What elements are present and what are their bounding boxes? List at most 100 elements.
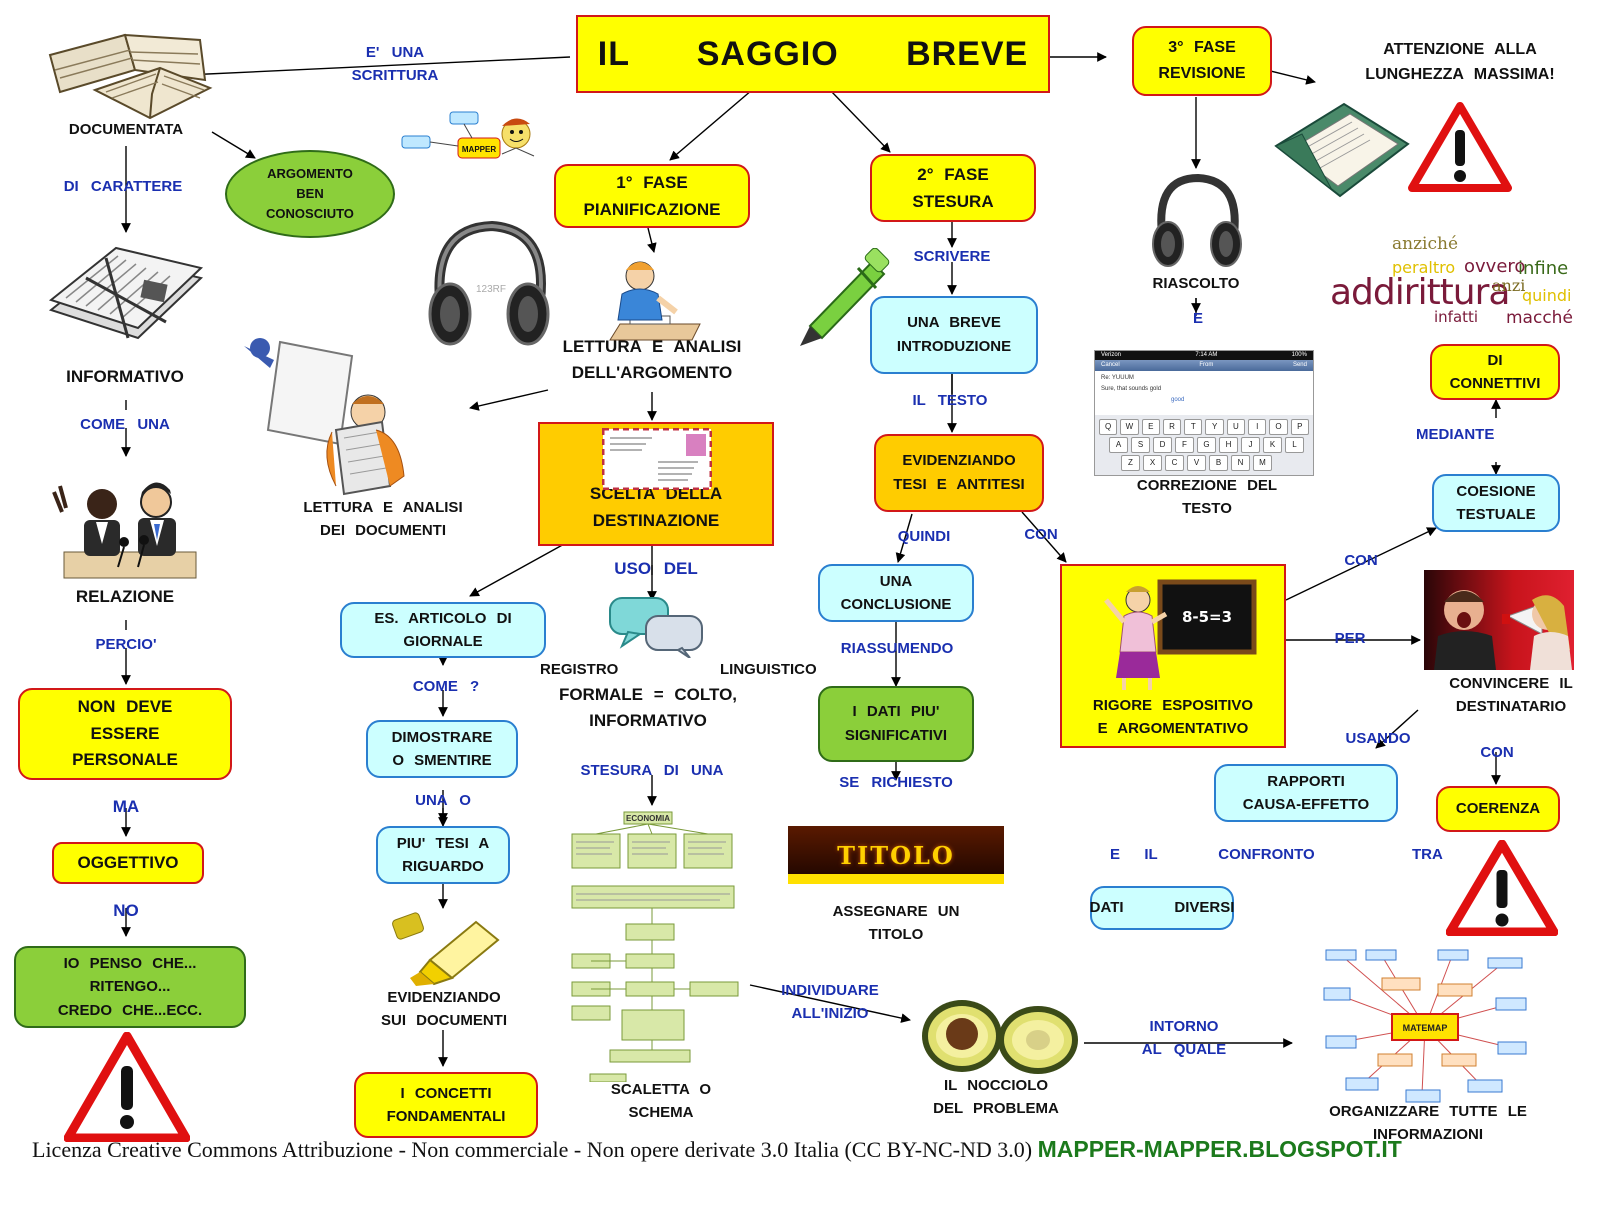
node-rapporti-causa-effetto: RAPPORTI CAUSA-EFFETTO: [1214, 764, 1398, 822]
highlighter-icon: [392, 912, 500, 986]
word-infatti: infatti: [1434, 308, 1479, 326]
node-dimostrare-o-smentire: DIMOSTRARE O SMENTIRE: [366, 720, 518, 778]
keyboard-key: N: [1231, 455, 1250, 471]
titolo-banner-image: TITOLO: [788, 826, 1004, 884]
label-individuare-allinizio: INDIVIDUARE ALL'INIZIO: [781, 982, 879, 1022]
node-di-connettivi: DI CONNETTIVI: [1430, 344, 1560, 400]
page-title: IL SAGGIO BREVE: [597, 34, 1029, 73]
keyboard-key: Q: [1099, 419, 1118, 435]
node-fase3-revisione: 3° FASE REVISIONE: [1132, 26, 1272, 96]
keyboard-key: X: [1143, 455, 1162, 471]
node-i-dati-piu-significativi: I DATI PIU' SIGNIFICATIVI: [818, 686, 974, 762]
label-e-il-confronto-tra: E IL CONFRONTO TRA: [1110, 846, 1443, 863]
keyboard-key: C: [1165, 455, 1184, 471]
keyboard-key: J: [1241, 437, 1260, 453]
word-addirittura: addirittura: [1330, 272, 1510, 313]
word-anzi: anzi: [1492, 276, 1526, 295]
node-argomento-ben-conosciuto: ARGOMENTO BEN CONOSCIUTO: [225, 150, 395, 238]
envelope-icon: [602, 428, 712, 490]
node-oggettivo: OGGETTIVO: [52, 842, 204, 884]
keyboard-key: G: [1197, 437, 1216, 453]
svg-text:MATEMAP: MATEMAP: [1403, 1023, 1448, 1033]
node-io-penso-che: IO PENSO CHE... RITENGO... CREDO CHE...E…: [14, 946, 246, 1028]
avocado-icon: [922, 1000, 1078, 1074]
node-non-deve-essere-personale: NON DEVE ESSERE PERSONALE: [18, 688, 232, 780]
pen-icon: [800, 248, 890, 346]
node-formale-colto-informativo: FORMALE = COLTO, INFORMATIVO: [558, 685, 738, 731]
keyboard-key: P: [1290, 419, 1309, 435]
keyboard-key: I: [1248, 419, 1267, 435]
keyboard-key: S: [1131, 437, 1150, 453]
teacher-blackboard-icon: 8-5=3: [1104, 579, 1257, 690]
label-uso-del: USO DEL: [614, 559, 698, 578]
warning-icon: [64, 1032, 190, 1142]
keyboard-key: M: [1253, 455, 1272, 471]
node-attenzione-lunghezza-massima: ATTENZIONE ALLA LUNGHEZZA MASSIMA!: [1365, 41, 1555, 83]
student-writing-icon: [609, 261, 701, 341]
svg-text:MAPPER: MAPPER: [462, 145, 496, 154]
keyboard-key: R: [1162, 419, 1182, 435]
site-link[interactable]: MAPPER-MAPPER.BLOGSPOT.IT: [1037, 1136, 1402, 1162]
label-il-testo: IL TESTO: [912, 392, 988, 409]
folder-documents-icon: [1274, 102, 1410, 198]
label-mediante-luso: MEDIANTE L'USO: [1416, 426, 1495, 443]
node-i-concetti-fondamentali: I CONCETTI FONDAMENTALI: [354, 1072, 538, 1138]
node-il-nocciolo-del-problema: IL NOCCIOLO DEL PROBLEMA: [933, 1077, 1059, 1118]
keyboard-key: B: [1209, 455, 1228, 471]
node-organizzare-tutte-le-informazioni: ORGANIZZARE TUTTE LE INFORMAZIONI: [1329, 1103, 1527, 1144]
keyboard-key: V: [1187, 455, 1206, 471]
node-convincere-il-destinatario: CONVINCERE IL DESTINATARIO: [1449, 675, 1573, 716]
license-footer: Licenza Creative Commons Attribuzione - …: [32, 1136, 1402, 1163]
keyboard-key: Y: [1205, 419, 1224, 435]
node-assegnare-un-titolo: ASSEGNARE UN TITOLO: [832, 903, 960, 944]
label-intorno-al-quale: INTORNO AL QUALE: [1141, 1018, 1227, 1058]
mind-map-image: MATEMAP: [1322, 944, 1528, 1110]
node-dati-diversi: DATI DIVERSI: [1090, 886, 1234, 930]
label-no: NO: [113, 901, 139, 920]
scaletta-schema-diagram: ECONOMIA: [571, 811, 739, 1082]
phone-nav-bar: Cancel From Send: [1095, 360, 1313, 371]
titolo-banner-stripe: [788, 874, 1004, 884]
node-una-conclusione: UNA CONCLUSIONE: [818, 564, 974, 622]
word-ovvero: ovvero: [1464, 256, 1526, 277]
node-rigore-espositivo-argomentativo: 8-5=3 RIGORE ESPOSITIVO E ARGOMENTATIVO: [1060, 564, 1286, 748]
svg-text:123RF: 123RF: [476, 284, 506, 295]
keyboard-key: D: [1153, 437, 1172, 453]
connectives-word-cloud: anziché peraltro ovvero infine addirittu…: [1330, 228, 1573, 338]
node-correzione-del-testo: CORREZIONE DEL TESTO: [1136, 477, 1278, 518]
node-una-breve-introduzione: UNA BREVE INTRODUZIONE: [870, 296, 1038, 374]
label-e-una-scrittura: E' UNA SCRITTURA: [351, 44, 439, 84]
label-per: PER: [1334, 630, 1366, 647]
node-scaletta-o-schema: SCALETTA O SCHEMA: [610, 1081, 712, 1122]
label-come-una: COME UNA: [80, 416, 170, 433]
keyboard-key: O: [1269, 419, 1288, 435]
phone-keyboard-image: Verizon 7:14 AM 100% Cancel From Send Re…: [1094, 350, 1314, 476]
svg-text:8-5=3: 8-5=3: [1182, 608, 1232, 626]
node-evidenziando-documenti: EVIDENZIANDO SUI DOCUMENTI: [381, 989, 507, 1030]
word-anziche: anziché: [1392, 234, 1459, 254]
keyboard-key: K: [1263, 437, 1282, 453]
warning-icon: [1408, 102, 1512, 192]
node-informativo: INFORMATIVO: [66, 367, 184, 386]
mapper-logo-icon: MAPPER: [401, 111, 535, 159]
open-book-icon: [48, 33, 213, 120]
reading-man-icon: [244, 338, 405, 496]
keyboard-key: H: [1219, 437, 1238, 453]
label-di-carattere: DI CARATTERE: [63, 178, 183, 195]
keyboard-key: L: [1285, 437, 1304, 453]
word-macche: macché: [1506, 308, 1573, 328]
label-se-richiesto: SE RICHIESTO: [839, 774, 953, 791]
phone-message-area: Re: YUUUM Sure, that sounds gold good: [1095, 371, 1313, 415]
license-text: Licenza Creative Commons Attribuzione - …: [32, 1137, 1038, 1162]
node-documentata: DOCUMENTATA: [68, 121, 184, 138]
node-riascolto: RIASCOLTO: [1152, 275, 1240, 292]
label-riassumendo: RIASSUMENDO: [840, 640, 954, 657]
node-scelta-destinazione: SCELTA DELLA DESTINAZIONE: [538, 422, 774, 546]
label-quindi: QUINDI: [897, 528, 951, 545]
headphones-icon: 123RF: [428, 220, 550, 346]
label-ma: MA: [112, 797, 140, 816]
